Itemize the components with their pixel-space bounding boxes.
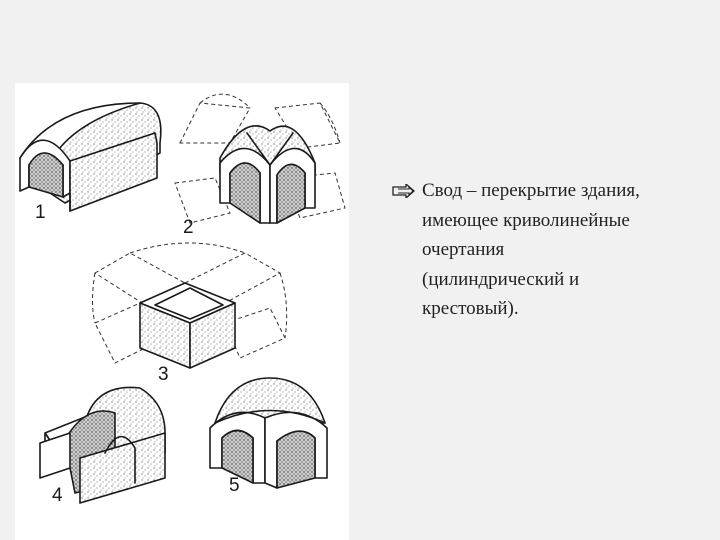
- label-5: 5: [229, 475, 240, 496]
- bullet-line-4: (цилиндрический и: [422, 268, 580, 290]
- label-2: 2: [183, 217, 194, 238]
- bullet-line-2: имеющее криволинейные: [422, 209, 630, 231]
- bullet-line-3: очертания: [422, 239, 505, 260]
- barrel-vault-drawing: [19, 102, 162, 212]
- cross-vault-projection-drawing: [92, 242, 288, 369]
- label-3: 3: [158, 364, 169, 385]
- bullet-line-1: Свод – перекрытие здания,: [422, 180, 640, 201]
- lunette-vault-drawing: [39, 386, 166, 504]
- label-4: 4: [52, 485, 63, 506]
- bullet-text-block: Свод – перекрытие здания, имеющее кривол…: [392, 176, 712, 324]
- dome-drawing: [209, 377, 328, 489]
- cross-vault-drawing: [174, 93, 346, 224]
- label-1: 1: [35, 202, 46, 223]
- vault-types-figure: 1 2 3 4: [15, 83, 349, 540]
- bullet-line-5: крестовый).: [422, 298, 519, 319]
- arrow-bullet-icon: [392, 184, 415, 198]
